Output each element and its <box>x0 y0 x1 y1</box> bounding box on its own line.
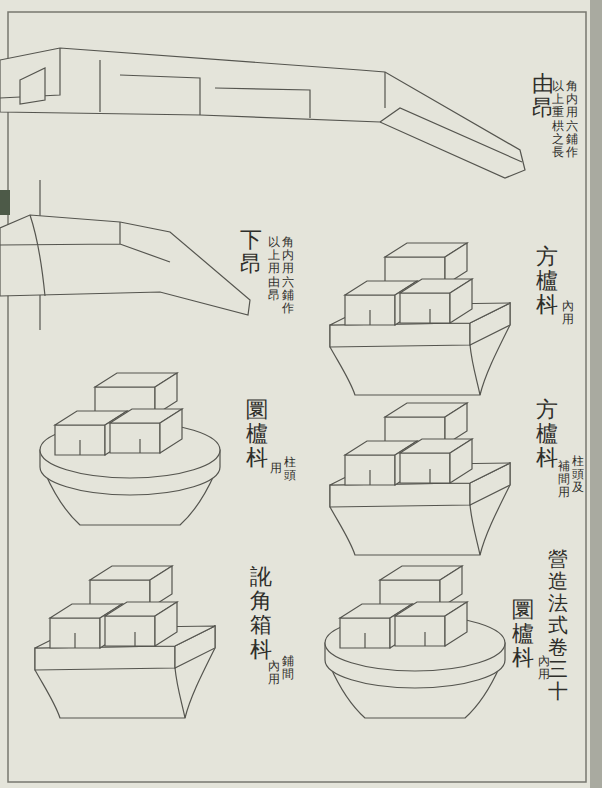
annotation: 以上用由昂 <box>268 236 280 302</box>
book-title: 營造法式卷三十 <box>548 548 568 702</box>
annotation: 柱頭及 <box>572 455 584 495</box>
part-name: 圜櫨枓 <box>246 398 268 471</box>
annotation: 角内用六鋪作 <box>282 236 294 315</box>
part-name: 由昂 <box>532 72 554 120</box>
annotation: 鋪間 <box>282 655 294 681</box>
annotation: 內用 <box>538 655 550 681</box>
part-name: 方櫨枓 <box>536 398 558 471</box>
annotation: 內用 <box>268 660 280 686</box>
annotation: 柱頭 <box>284 456 296 482</box>
annotation: 補間用 <box>558 460 570 500</box>
annotation: 用 <box>270 462 282 475</box>
part-name: 下昂 <box>240 228 262 276</box>
annotation: 內用 <box>562 300 574 326</box>
annotation: 角内用六鋪作 <box>566 80 578 159</box>
annotation: 以上重栱之長 <box>552 80 564 159</box>
part-name: 訛角箱枓 <box>250 565 272 662</box>
part-name: 圜櫨枓 <box>512 598 534 671</box>
part-name: 方櫨枓 <box>536 245 558 318</box>
